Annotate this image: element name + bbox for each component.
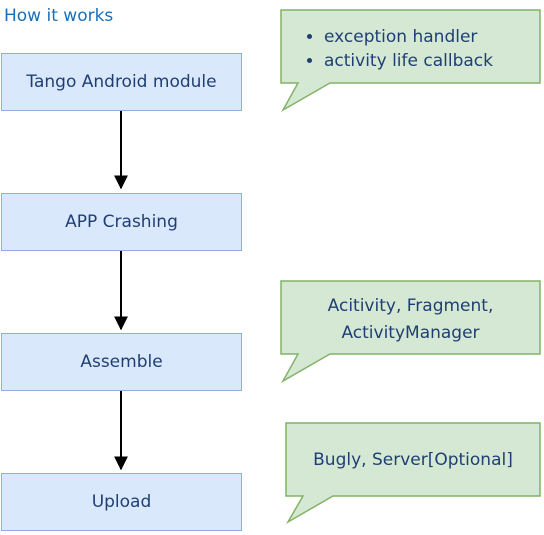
- note-callout-3: [285, 422, 541, 525]
- note-1-text: exception handler activity life callback: [298, 25, 493, 73]
- step-tango-android-module: Tango Android module: [1, 53, 242, 111]
- note-2-text: Acitivity, Fragment, ActivityManager: [281, 293, 540, 347]
- diagram-title: How it works: [4, 6, 114, 26]
- step-upload: Upload: [1, 473, 242, 531]
- step-app-crashing: APP Crashing: [1, 193, 242, 251]
- note-1-bullet: activity life callback: [324, 49, 493, 73]
- note-callout-1: [280, 9, 541, 112]
- note-2-line: Acitivity, Fragment,: [327, 296, 494, 316]
- note-3-text: Bugly, Server[Optional]: [286, 447, 540, 474]
- note-1-bullet: exception handler: [324, 25, 493, 49]
- note-callout-2: [280, 280, 541, 383]
- step-assemble: Assemble: [1, 333, 242, 391]
- note-3-line: Bugly, Server[Optional]: [313, 450, 513, 470]
- note-2-line: ActivityManager: [341, 323, 480, 343]
